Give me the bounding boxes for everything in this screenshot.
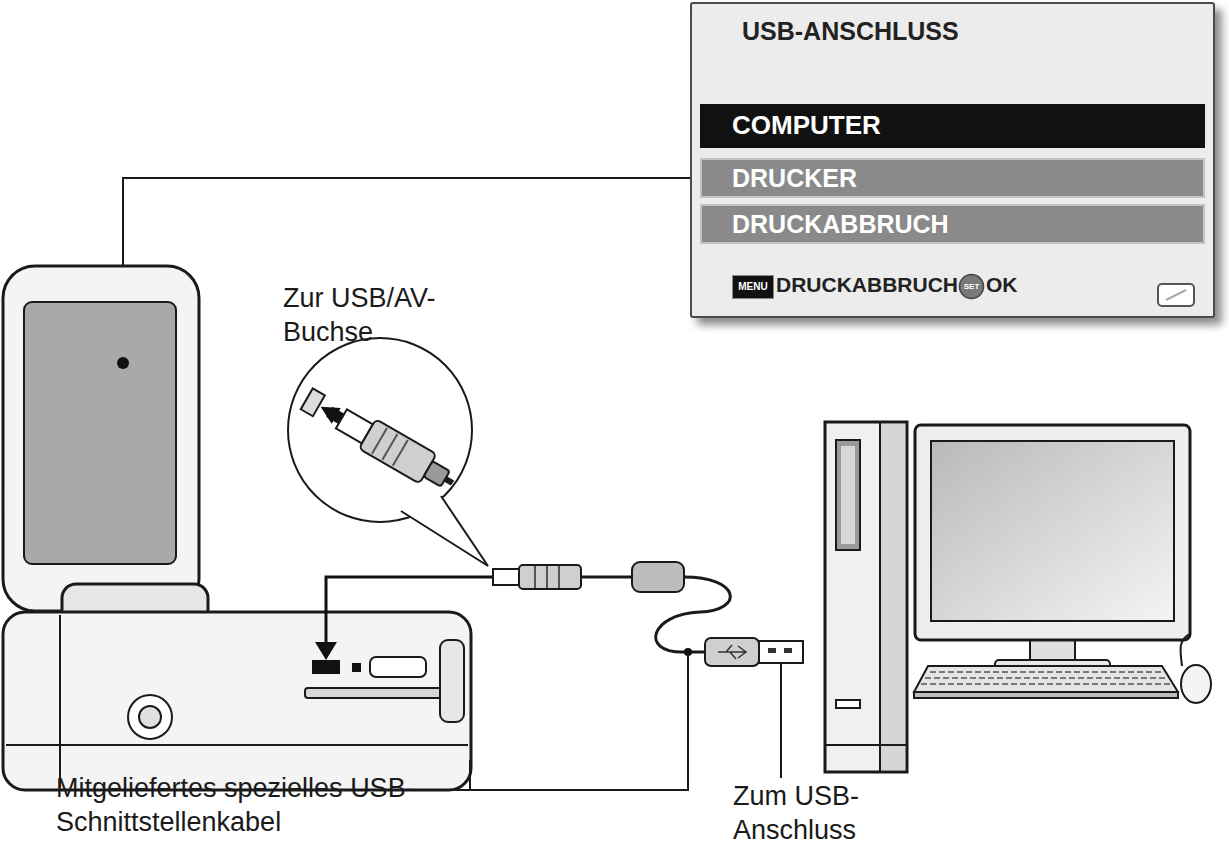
usb-cable [768,648,776,653]
computer-monitor [931,441,1174,621]
computer-tower [836,440,860,550]
computer-monitor [915,425,1190,640]
insert-arrow [326,577,495,644]
magnified-plug [298,384,483,510]
usb-cable [535,566,559,588]
menu-option: DRUCKER [732,163,857,193]
button-label: SET [964,282,980,292]
menu-screen: USB-ANSCHLUSS DRUCKABBRUCH OK COMPUTER DRUCK… [690,2,1215,318]
insert-arrow [315,642,337,660]
usb-cable [519,565,581,589]
camera-screen [3,266,199,611]
callout-label: Zur USB/AV-Buchse [283,282,463,350]
magnified-plug [401,496,488,566]
computer-tower [826,744,906,746]
usb-cable [784,648,792,653]
menu-option: COMPUTER [732,110,881,141]
camera-body [6,744,468,746]
mouse [1180,634,1190,666]
camera-body [3,612,471,790]
magnified-plug [298,384,483,510]
button-label: MENU [738,281,767,293]
camera-screen [24,302,176,564]
camera-body [469,760,471,790]
menu-option: DRUCKER [700,158,1205,198]
keyboard [914,666,1178,698]
camera-body [139,706,161,728]
camera-screen [117,357,129,369]
computer-monitor [1030,638,1075,662]
computer-tower [879,422,881,772]
magnified-plug [372,428,408,466]
computer-monitor [915,425,1190,674]
label-leader [428,648,781,790]
computer-tower [841,446,855,544]
label-leader [428,652,688,790]
mouse [1180,634,1211,703]
camera-body [352,663,361,672]
magnified-plug [288,338,472,522]
insert-arrow [315,577,495,660]
camera-body [312,660,340,674]
callout-label: Mitgeliefertes spezielles USB-Schnittste… [56,772,446,840]
magnified-plug [423,461,449,487]
usb-cable [493,569,519,585]
computer-tower [836,700,860,708]
camera-screen [3,266,199,611]
button-outline [960,275,984,299]
usb-cable [632,562,684,592]
keyboard [921,672,1172,684]
computer-tower [825,422,907,772]
mouse [1181,665,1211,703]
menu-option: DRUCKABBRUCH [732,209,949,239]
menu-option-selected: COMPUTER [700,104,1205,148]
computer-tower [825,422,907,772]
camera-body [59,615,61,788]
menu-title: USB-ANSCHLUSS [742,16,959,46]
camera-body [128,695,172,739]
usb-cable [759,641,803,663]
usb-cable [705,638,759,666]
footer-text: OK [986,272,1018,297]
keyboard [914,692,1178,698]
camera-body [305,688,445,698]
computer-tower [880,424,905,770]
set-button-icon: SET [958,273,985,300]
callout-label: Zum USB-Anschluss [733,780,873,848]
usb-cable [493,562,803,666]
camera-body [3,612,471,790]
usb-cable [718,645,746,659]
label-leader [780,663,782,778]
keyboard [914,666,1178,692]
menu-option: DRUCKABBRUCH [700,204,1205,244]
leader-line [123,178,692,363]
magnified-plug [288,338,488,566]
footer-text: DRUCKABBRUCH [776,272,958,297]
camera-body [440,640,464,722]
usb-cable [581,576,632,579]
magnified-plug [301,388,325,416]
magnified-plug [445,479,474,496]
menu-button-icon: MENU [732,275,774,299]
camera-body [370,657,426,677]
